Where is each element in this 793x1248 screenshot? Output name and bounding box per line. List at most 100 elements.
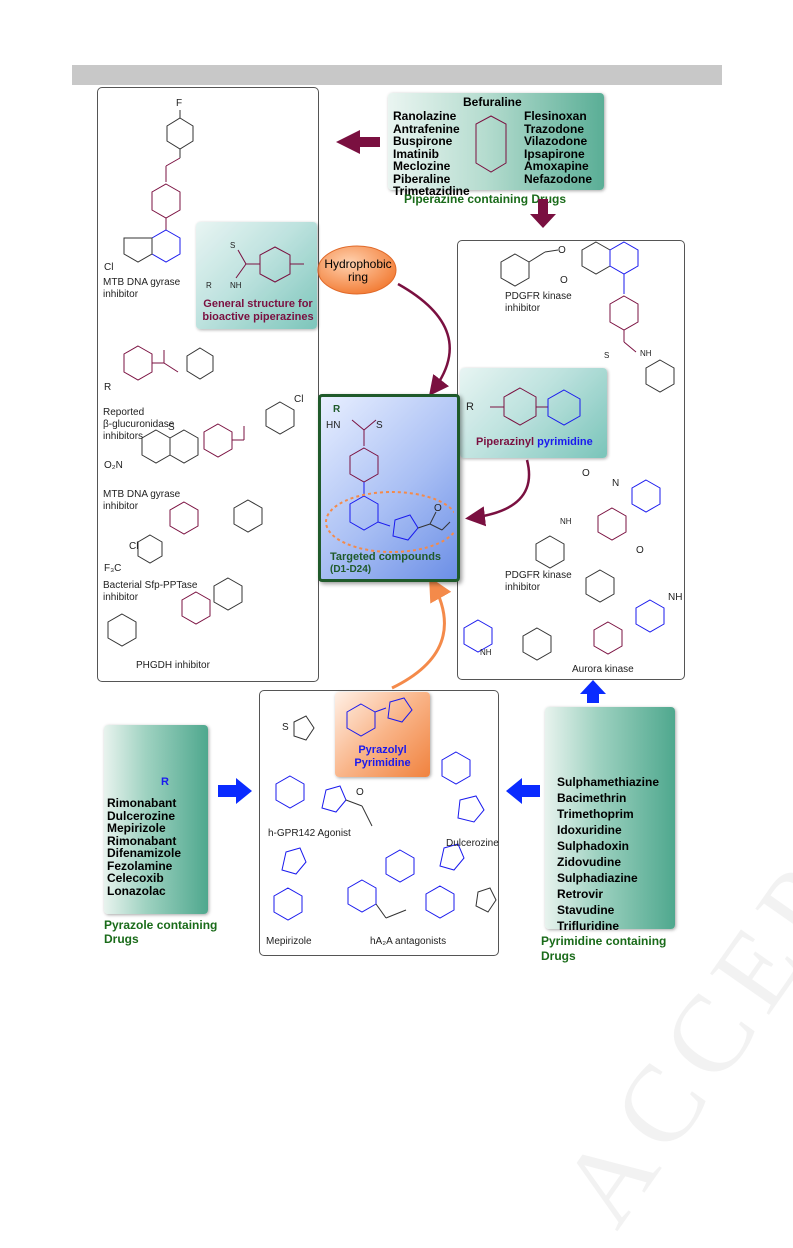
atom-label: R <box>333 404 341 415</box>
drug-name: Fezolamine <box>107 858 173 873</box>
drug-name: Difenamizole <box>107 846 182 860</box>
structure-label: Aurora kinase <box>572 664 634 675</box>
atom-label: S <box>604 351 610 360</box>
drug-name: Piberaline <box>393 171 451 186</box>
piperazine-caption: Piperazine containing Drugs <box>404 192 567 206</box>
piperazinyl-pyrimidine-caption: Piperazinyl pyrimidine <box>476 436 593 448</box>
drug-name: Mepirizole <box>107 821 166 835</box>
atom-label: O <box>636 545 644 556</box>
pyrazole-drug-list: Rimonabant Dulcerozine Mepirizole Rimona… <box>107 797 181 897</box>
targeted-caption: Targeted compounds <box>330 551 442 563</box>
atom-label: S <box>282 722 289 733</box>
structure-label: MTB DNA gyrase inhibitor <box>103 277 181 300</box>
arrow-left-maroon-icon <box>336 130 380 154</box>
curve-arrow-piperazinyl-icon <box>465 459 531 527</box>
drug-name: Buspirone <box>393 134 453 148</box>
header-bar <box>72 65 722 85</box>
drug-name: Nefazodone <box>524 171 593 186</box>
caption-part: pyrimidine <box>537 436 593 448</box>
drug-name: Trimethoprim <box>557 807 634 821</box>
atom-label: O <box>582 468 590 479</box>
left-structure-1 <box>123 110 194 263</box>
left-panel <box>97 87 319 682</box>
bottom-structure-dulcerozine <box>441 751 485 823</box>
structure-label: hA₂A antagonists <box>370 936 447 947</box>
hydrophobic-ring-shape <box>317 245 397 295</box>
atom-label: O₂N <box>104 460 123 471</box>
curve-arrow-pyrazolyl-icon <box>391 576 452 690</box>
curve-arrow-hydrophobic-icon <box>397 282 451 396</box>
hydrophobic-ring-label: Hydrophobic ring <box>324 257 392 284</box>
piperazine-ring-icon <box>475 115 507 173</box>
structure-label: Bacterial Sfp-PPTase inhibitor <box>103 580 198 603</box>
pyrazolyl-pyrimidine-caption: Pyrazolyl Pyrimidine <box>354 744 411 769</box>
atom-label: HN <box>326 420 341 431</box>
piperazine-drugs-box <box>388 93 604 190</box>
atom-label: R <box>206 281 212 290</box>
drug-name: Trifluridine <box>557 919 620 933</box>
drug-name: Sulphamethiazine <box>557 775 660 789</box>
structure-label: PHGDH inhibitor <box>136 660 210 671</box>
left-structure-2 <box>123 345 214 381</box>
structure-label: MTB DNA gyrase inhibitor <box>103 489 181 512</box>
bottom-structure-mepirizole <box>273 847 307 921</box>
drug-name: Trazodone <box>524 121 585 136</box>
atom-label: S <box>168 422 175 433</box>
piperazine-left-list: Ranolazine Antrafenine Buspirone Imatini… <box>393 110 470 198</box>
right-structure-3 <box>463 569 665 661</box>
atom-label: S <box>230 241 236 250</box>
structure-label: Mepirizole <box>266 936 312 947</box>
atom-label: O <box>558 245 566 256</box>
arrow-down-maroon-icon <box>530 199 556 228</box>
bottom-structure-antagonist <box>347 843 497 919</box>
atom-label: NH <box>668 592 683 603</box>
drug-name: Flesinoxan <box>524 109 587 123</box>
drug-name: Sulphadoxin <box>557 839 629 853</box>
structure-label: PDGFR kinase inhibitor <box>505 570 572 593</box>
atom-label: NH <box>480 648 492 657</box>
drug-name: Lonazolac <box>107 883 166 898</box>
pyrimidine-drugs-box <box>545 707 675 929</box>
left-structure-3 <box>141 401 295 464</box>
atom-label: NH <box>640 349 652 358</box>
piperazinyl-pyrimidine-box <box>460 368 607 458</box>
right-structure-2 <box>535 479 661 569</box>
piperazine-right-list: Flesinoxan Trazodone Vilazodone Ipsapiro… <box>524 110 592 185</box>
structure-label: Reported β-glucuronidase inhibitors <box>103 407 175 442</box>
general-structure-box <box>196 222 317 329</box>
drug-name: Amoxapine <box>524 159 589 173</box>
drug-name: Celecoxib <box>107 871 164 885</box>
drug-name: Stavudine <box>557 903 615 917</box>
pyrazole-caption: Pyrazole containing Drugs <box>104 918 218 946</box>
atom-label: N <box>612 478 620 489</box>
drug-name: Rimonabant <box>107 833 177 848</box>
atom-label: F₃C <box>104 563 122 574</box>
drug-name: Dulcerozine <box>107 808 176 823</box>
atom-label: O <box>560 275 568 286</box>
structure-label: Dulcerozine <box>446 838 499 849</box>
bottom-panel <box>259 690 499 956</box>
pyrimidine-drug-list: Sulphamethiazine Bacimethrin Trimethopri… <box>557 774 659 934</box>
general-structure-caption: General structure for bioactive piperazi… <box>202 298 314 323</box>
targeted-compound-drawing <box>325 419 454 553</box>
structure-label: PDGFR kinase inhibitor <box>505 291 572 314</box>
pyrazolyl-pyrimidine-box <box>335 692 430 777</box>
drug-name: Ranolazine <box>393 109 457 123</box>
atom-label: Cl <box>104 262 114 273</box>
drug-name: Imatinib <box>393 146 440 161</box>
drug-name: Rimonabant <box>107 796 177 810</box>
drug-name: Retrovir <box>557 887 604 901</box>
drug-name: Meclozine <box>393 159 451 173</box>
drug-name: Zidovudine <box>557 855 621 869</box>
atom-label: NH <box>230 281 242 290</box>
piperazine-top-drug: Befuraline <box>463 95 522 109</box>
atom-label: S <box>376 420 383 431</box>
atom-label: R <box>104 382 112 393</box>
caption-part: Piperazinyl <box>476 436 535 448</box>
arrow-up-blue-icon <box>580 680 606 703</box>
drug-name: Sulphadiazine <box>557 871 638 885</box>
drug-name: Idoxuridine <box>557 823 622 837</box>
left-structure-5 <box>107 577 243 647</box>
atom-label: O <box>434 503 442 514</box>
atom-label: NH <box>560 517 572 526</box>
